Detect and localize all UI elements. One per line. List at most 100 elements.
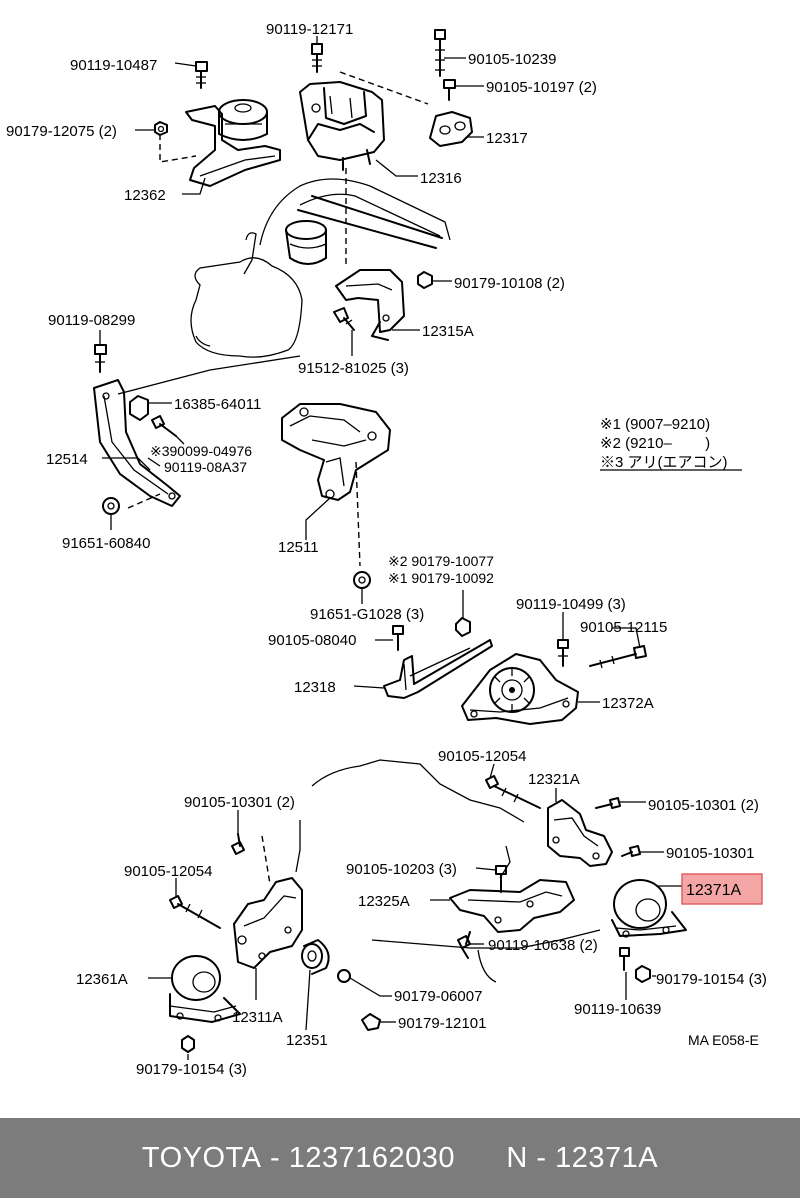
label-90119-10639: 90119-10639 bbox=[574, 1001, 661, 1018]
bracket-12317 bbox=[429, 111, 473, 147]
nut-90179-10092 bbox=[455, 617, 471, 637]
label-90119-12171: 90119-12171 bbox=[266, 21, 353, 38]
label-90105-12115: 90105-12115 bbox=[580, 619, 667, 636]
mount-12362 bbox=[185, 99, 281, 187]
dash-line bbox=[261, 835, 271, 885]
label-90119-10638: 90119-10638 (2) bbox=[488, 937, 598, 954]
bolt-90105-12054-top bbox=[485, 775, 541, 809]
label-12316: 12316 bbox=[420, 170, 462, 187]
bracket-12318 bbox=[383, 639, 493, 699]
label-12371A: 12371A bbox=[686, 882, 741, 899]
bolt-90105-10197 bbox=[443, 79, 456, 101]
bracket-12514 bbox=[93, 379, 181, 507]
label-90179-10154-bottom: 90179-10154 (3) bbox=[136, 1061, 247, 1078]
label-90105-08040: 90105-08040 bbox=[268, 632, 356, 649]
label-91651-60840: 91651-60840 bbox=[62, 535, 150, 552]
nut-90179-10108 bbox=[417, 271, 433, 289]
label-90105-10301-right2: 90105-10301 (2) bbox=[648, 797, 759, 814]
footer-bar: TOYOTA - 1237162030 N - 12371A bbox=[0, 1118, 800, 1198]
nut-90179-10154-bottom bbox=[181, 1035, 195, 1053]
bolt-90119-08299 bbox=[94, 344, 107, 373]
label-90105-12054-left: 90105-12054 bbox=[124, 863, 212, 880]
label-12361A: 12361A bbox=[76, 971, 128, 988]
bolt-90099-04976 bbox=[151, 415, 177, 437]
label-90179-10077: ※2 90179-10077 bbox=[388, 553, 494, 569]
label-12372A: 12372A bbox=[602, 695, 654, 712]
transmission-outline bbox=[295, 759, 601, 983]
footer-gap bbox=[455, 1142, 506, 1175]
label-90105-10197: 90105-10197 (2) bbox=[486, 79, 597, 96]
footer-separator: - bbox=[527, 1141, 556, 1174]
engine-outline bbox=[190, 178, 451, 358]
washer-91651-60840 bbox=[102, 497, 120, 515]
footer-brand: TOYOTA bbox=[141, 1141, 262, 1174]
label-90179-10108: 90179-10108 (2) bbox=[454, 275, 565, 292]
label-90105-10301-right: 90105-10301 bbox=[666, 845, 754, 862]
bolt-91512-81025 bbox=[333, 307, 355, 331]
note-1: ※1 (9007–9210) bbox=[600, 416, 710, 433]
label-90119-08299: 90119-08299 bbox=[48, 312, 135, 329]
notes: ※1 (9007–9210) ※2 (9210– ) ※3 アリ(エアコン) bbox=[600, 416, 728, 471]
bolt-90119-10639 bbox=[619, 947, 630, 971]
note-2: ※2 (9210– ) bbox=[600, 435, 710, 452]
label-12514: 12514 bbox=[46, 451, 88, 468]
dash-line bbox=[339, 71, 429, 105]
label-91512-81025: 91512-81025 (3) bbox=[298, 360, 409, 377]
label-12315A: 12315A bbox=[422, 323, 474, 340]
label-90105-12054-top: 90105-12054 bbox=[438, 748, 526, 765]
parts-diagram: 90119-12171 90119-10487 90105-10239 9010… bbox=[6, 21, 767, 1078]
label-90179-10092: ※1 90179-10092 bbox=[388, 570, 494, 586]
bolt-90105-10301-right2 bbox=[595, 797, 621, 809]
label-12511: 12511 bbox=[278, 539, 319, 556]
mount-12371A bbox=[611, 879, 687, 938]
label-12362: 12362 bbox=[124, 187, 166, 204]
footer-separator: - bbox=[261, 1141, 289, 1174]
bolt-90105-08040 bbox=[392, 625, 404, 651]
part-highlight bbox=[681, 873, 763, 905]
label-diagram-ref: MA E058-E bbox=[688, 1032, 759, 1048]
bolt-90119-10487 bbox=[195, 61, 208, 89]
bolt-90119-12171 bbox=[311, 43, 323, 73]
label-16385-64011: 16385-64011 bbox=[174, 396, 261, 413]
bolt-90119-10638 bbox=[457, 931, 471, 959]
bolt-90119-10499 bbox=[557, 639, 569, 667]
label-12321A: 12321A bbox=[528, 771, 580, 788]
label-90105-10203: 90105-10203 (3) bbox=[346, 861, 457, 878]
label-90119-10487: 90119-10487 bbox=[70, 57, 157, 74]
bracket-12511 bbox=[281, 403, 391, 501]
bolt-90105-12115 bbox=[589, 645, 647, 669]
label-12318: 12318 bbox=[294, 679, 336, 696]
footer-code: 12371A bbox=[555, 1141, 659, 1174]
bracket-12315A bbox=[335, 269, 405, 341]
nut-90179-10154-right bbox=[635, 965, 651, 983]
mount-12361A bbox=[169, 955, 241, 1023]
label-12317: 12317 bbox=[486, 130, 528, 147]
label-90099-04976: ※390099-04976 bbox=[150, 443, 252, 459]
label-90105-10301-left: 90105-10301 (2) bbox=[184, 794, 295, 811]
label-90119-08A37: 90119-08A37 bbox=[164, 459, 247, 475]
label-12311A: 12311A bbox=[232, 1009, 283, 1026]
bracket-12311A bbox=[233, 877, 303, 969]
label-90179-06007: 90179-06007 bbox=[394, 988, 482, 1005]
label-90179-10154-right: 90179-10154 (3) bbox=[656, 971, 767, 988]
labels: 90119-12171 90119-10487 90105-10239 9010… bbox=[6, 21, 767, 1078]
nut-90179-12101 bbox=[361, 1013, 381, 1031]
dash-line bbox=[355, 461, 361, 567]
mount-12372A bbox=[461, 653, 579, 725]
bracket-12316 bbox=[299, 81, 385, 171]
dash-line bbox=[127, 493, 161, 509]
note-3: ※3 アリ(エアコン) bbox=[600, 454, 728, 471]
label-90105-10239: 90105-10239 bbox=[468, 51, 556, 68]
nut-90179-12075 bbox=[154, 121, 168, 136]
label-12325A: 12325A bbox=[358, 893, 410, 910]
label-91651-G1028: 91651-G1028 (3) bbox=[310, 606, 424, 623]
bracket-12325A bbox=[449, 879, 575, 933]
dash-line bbox=[159, 134, 197, 163]
rubber-stopper bbox=[285, 220, 327, 265]
leader-lines bbox=[99, 36, 742, 1060]
label-90179-12101: 90179-12101 bbox=[398, 1015, 486, 1032]
bushing-12351 bbox=[301, 939, 330, 975]
washer-91651-G1028 bbox=[353, 571, 371, 589]
bolt-90105-12054-left bbox=[169, 895, 221, 929]
footer-code-prefix: N bbox=[506, 1141, 528, 1174]
